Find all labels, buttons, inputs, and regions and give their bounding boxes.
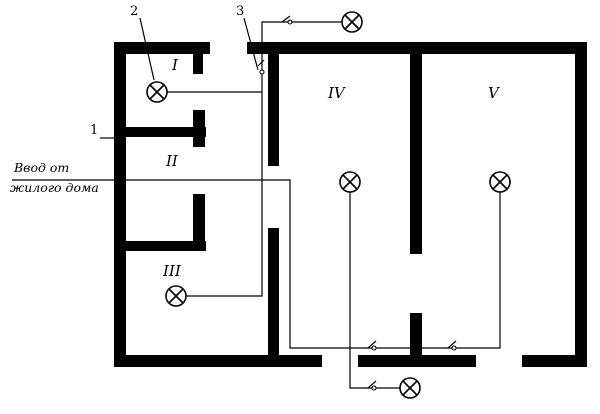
leader-callout-2 — [139, 17, 155, 81]
switch-room4 — [367, 340, 377, 351]
wall-divider-2-3-vertical — [193, 194, 205, 250]
wall-partition-4-5 — [410, 54, 422, 254]
lamp-icon — [341, 11, 363, 33]
lamp-icon — [489, 171, 511, 193]
callout-label-3: 3 — [236, 4, 244, 19]
wall-top-right — [247, 42, 587, 54]
entry-label-line-2: жилого дома — [10, 180, 99, 195]
wall-bottom-right — [522, 355, 587, 367]
wall-partition-lower — [268, 228, 279, 367]
labels: I II III IV V 1 2 3 Ввод от жилого дома — [10, 4, 501, 280]
entry-wire — [12, 179, 501, 349]
lamp-icon — [339, 171, 361, 193]
room-label-5: V — [488, 84, 501, 102]
switch-riser — [257, 59, 265, 75]
lamp-icon — [146, 81, 168, 103]
wire-outside — [349, 348, 410, 389]
wall-bottom-main — [114, 355, 322, 367]
callout-label-2: 2 — [130, 4, 138, 19]
lamps — [146, 11, 511, 399]
walls — [114, 42, 587, 367]
room-label-2: II — [165, 152, 179, 170]
wall-left — [114, 42, 126, 367]
room-label-3: III — [162, 262, 182, 280]
wall-right — [575, 42, 587, 367]
wall-partition-upper — [268, 54, 279, 166]
wall-top-left — [114, 42, 210, 54]
callout-label-1: 1 — [90, 123, 98, 138]
leader-callout-3 — [243, 17, 259, 71]
switch-room5 — [447, 340, 457, 351]
wall-bottom-stub — [410, 313, 422, 367]
switch-top — [281, 15, 293, 25]
wiring — [12, 17, 501, 389]
wall-room1-stub — [193, 54, 203, 74]
entry-label-line-1: Ввод от — [13, 160, 69, 175]
room-label-1: I — [171, 56, 179, 74]
wall-divider-2-3 — [126, 241, 206, 251]
switches — [257, 15, 457, 391]
wall-divider-1-2-stub — [193, 110, 205, 147]
lamp-icon — [399, 377, 421, 399]
room-label-4: IV — [327, 84, 347, 102]
wire-top — [261, 21, 342, 55]
switch-outside — [367, 380, 377, 391]
wall-divider-1-2 — [126, 127, 206, 137]
lamp-icon — [165, 285, 187, 307]
wire-riser — [176, 55, 263, 297]
leader-callout-1-diag — [114, 137, 121, 179]
